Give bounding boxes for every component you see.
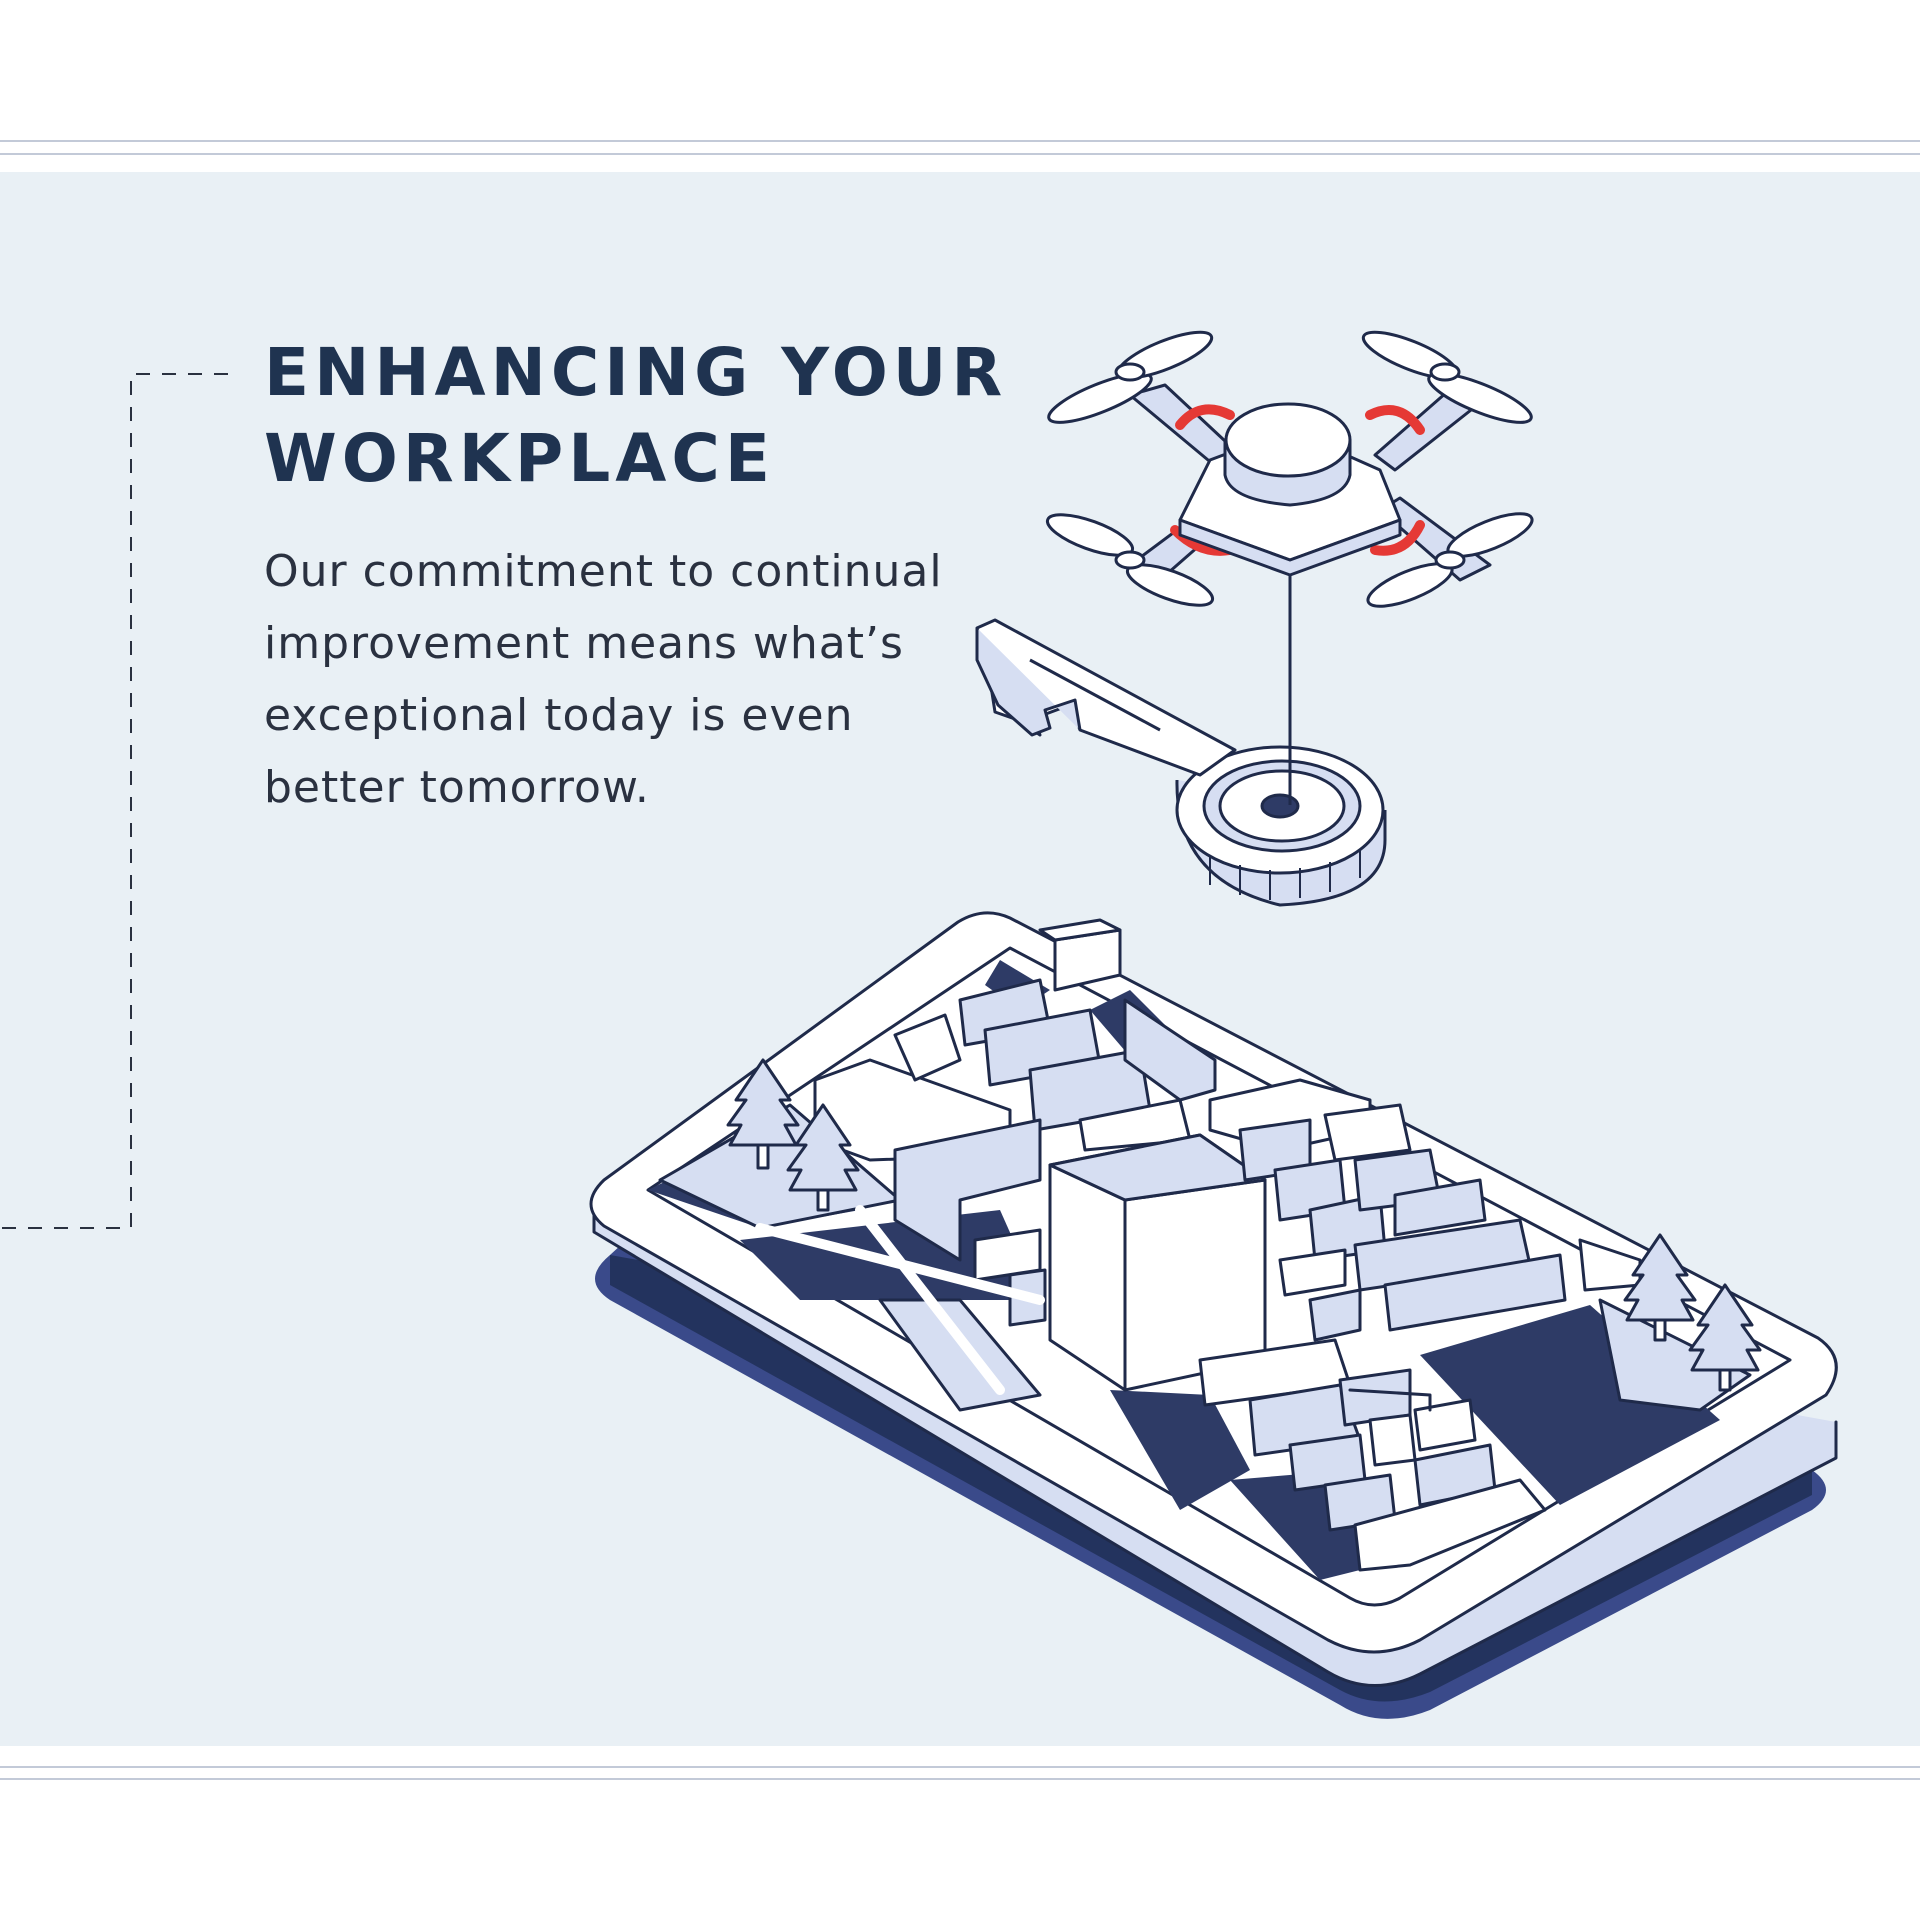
city-buildings — [813, 918, 1642, 1572]
body-line-1: Our commitment to continual — [264, 546, 943, 597]
smartphone-city-map-icon — [589, 911, 1838, 1719]
body-line-4: better tomorrow. — [264, 762, 650, 813]
body-line-2: improvement means what’s — [264, 618, 904, 669]
top-rule-2 — [0, 153, 1920, 155]
drone-icon — [1045, 330, 1534, 608]
bottom-rule-2 — [0, 1778, 1920, 1780]
top-rule-1 — [0, 140, 1920, 142]
body-line-3: exceptional today is even — [264, 690, 854, 741]
section-body-text: Our commitment to continual improvement … — [264, 536, 1004, 824]
tree-icon — [726, 1058, 1762, 1392]
bottom-rule-1 — [0, 1766, 1920, 1768]
headline-line-2: WORKPLACE — [264, 420, 775, 497]
dashed-guide-line — [0, 373, 228, 1229]
city-roads — [755, 1205, 1045, 1395]
key-icon — [975, 618, 1387, 907]
headline-line-1: ENHANCING YOUR — [264, 334, 1008, 411]
section-headline: ENHANCING YOUR WORKPLACE — [264, 330, 1007, 502]
